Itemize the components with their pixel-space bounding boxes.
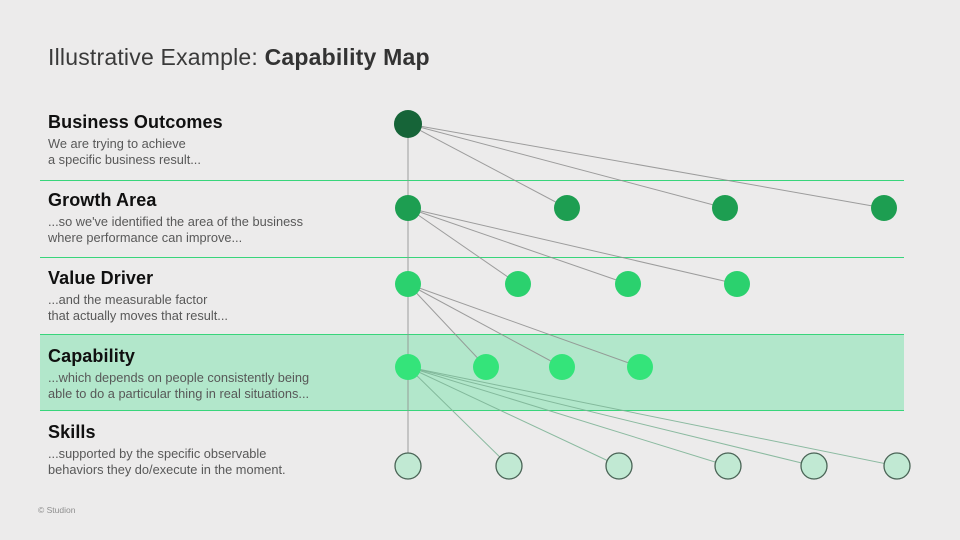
edge-business-outcomes-to-growth-area: [407, 123, 885, 209]
row-heading: Value Driver: [48, 268, 154, 288]
skills-node: [800, 452, 828, 480]
row-label-skills: Skills ...supported by the specific obse…: [48, 422, 388, 477]
value-driver-node: [724, 271, 750, 297]
row-desc-line1: ...which depends on people consistently …: [48, 370, 310, 385]
growth-area-node: [712, 195, 738, 221]
row-separator-line: [40, 257, 904, 258]
row-heading: Skills: [48, 422, 96, 442]
edge-growth-area-to-value-driver: [407, 207, 738, 285]
edge-growth-area-to-value-driver: [407, 207, 519, 285]
value-driver-node: [505, 271, 531, 297]
growth-area-node: [871, 195, 897, 221]
title-emphasis: Capability Map: [264, 44, 430, 70]
page-title: Illustrative Example: Capability Map: [48, 44, 430, 71]
edge-business-outcomes-to-growth-area: [407, 123, 568, 209]
skills-node: [495, 452, 523, 480]
row-label-capability: Capability ...which depends on people co…: [48, 346, 388, 401]
row-desc-line2: able to do a particular thing in real si…: [48, 385, 310, 401]
skills-node: [883, 452, 911, 480]
row-label-business-outcomes: Business Outcomes We are trying to achie…: [48, 112, 388, 167]
growth-area-node: [395, 195, 421, 221]
row-desc-line1: ...supported by the specific observable: [48, 446, 267, 461]
row-desc-line2: where performance can improve...: [48, 229, 243, 245]
growth-area-node: [554, 195, 580, 221]
skills-node: [605, 452, 633, 480]
skills-node: [394, 452, 422, 480]
edge-business-outcomes-to-growth-area: [407, 123, 726, 209]
row-separator-line: [40, 334, 904, 335]
row-heading: Business Outcomes: [48, 112, 223, 132]
row-separator-line: [40, 410, 904, 411]
business-outcomes-node: [394, 110, 422, 138]
edge-growth-area-to-value-driver: [407, 207, 629, 285]
row-desc-line2: a specific business result...: [48, 151, 201, 167]
row-heading: Capability: [48, 346, 136, 366]
value-driver-node: [615, 271, 641, 297]
row-desc-line1: We are trying to achieve: [48, 136, 186, 151]
row-desc-line2: behaviors they do/execute in the moment.: [48, 461, 286, 477]
row-heading: Growth Area: [48, 190, 157, 210]
row-label-growth-area: Growth Area ...so we've identified the a…: [48, 190, 388, 245]
title-prefix: Illustrative Example:: [48, 44, 265, 70]
skills-node: [714, 452, 742, 480]
value-driver-node: [395, 271, 421, 297]
copyright-footer: © Studion: [38, 505, 76, 515]
row-desc-line1: ...and the measurable factor: [48, 292, 208, 307]
row-label-value-driver: Value Driver ...and the measurable facto…: [48, 268, 388, 323]
row-desc-line2: that actually moves that result...: [48, 307, 228, 323]
row-separator-line: [40, 180, 904, 181]
row-desc-line1: ...so we've identified the area of the b…: [48, 214, 303, 229]
